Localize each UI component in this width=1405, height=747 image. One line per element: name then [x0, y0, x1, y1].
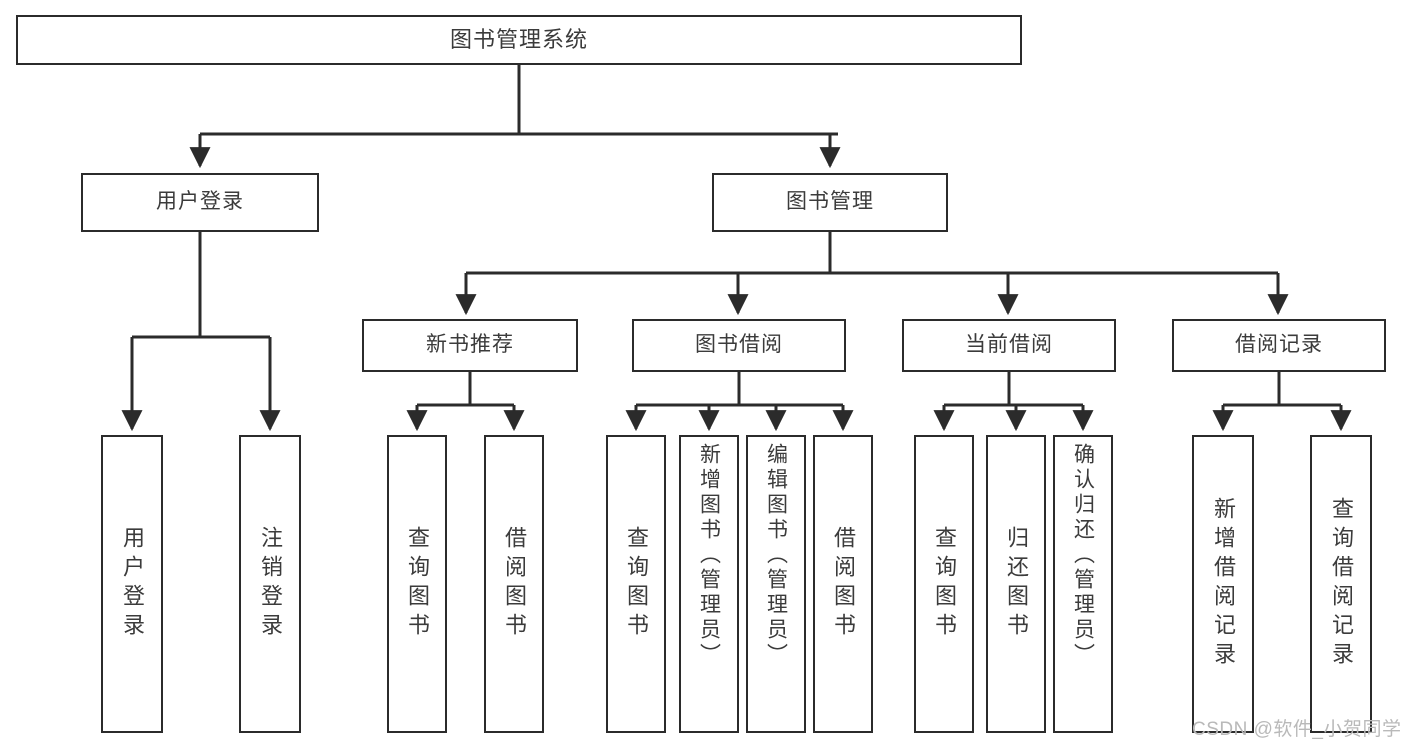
leaf-borrow-book-1-label: 借阅图书 — [502, 526, 527, 642]
node-current-borrow-label: 当前借阅 — [965, 333, 1053, 357]
watermark: CSDN @软件_小贺同学 — [1192, 719, 1402, 740]
node-new-book-recommend-label: 新书推荐 — [426, 333, 514, 357]
leaf-query-book-2[interactable]: 查询图书 — [606, 435, 666, 733]
leaf-edit-book[interactable]: 编辑图书（管理员） — [746, 435, 806, 733]
leaf-confirm-return[interactable]: 确认归还（管理员） — [1053, 435, 1113, 733]
leaf-query-record-label: 查询借阅记录 — [1329, 497, 1354, 671]
node-new-book-recommend[interactable]: 新书推荐 — [362, 319, 578, 372]
node-book-manage[interactable]: 图书管理 — [712, 173, 948, 232]
leaf-logout[interactable]: 注销登录 — [239, 435, 301, 733]
leaf-add-book-label: 新增图书（管理员） — [697, 443, 721, 668]
leaf-query-record[interactable]: 查询借阅记录 — [1310, 435, 1372, 733]
leaf-user-login[interactable]: 用户登录 — [101, 435, 163, 733]
leaf-add-record[interactable]: 新增借阅记录 — [1192, 435, 1254, 733]
leaf-query-book-2-label: 查询图书 — [624, 526, 649, 642]
leaf-query-book-1-label: 查询图书 — [405, 526, 430, 642]
node-user-login-label: 用户登录 — [156, 190, 244, 214]
leaf-borrow-book-2[interactable]: 借阅图书 — [813, 435, 873, 733]
leaf-confirm-return-label: 确认归还（管理员） — [1071, 443, 1095, 668]
leaf-query-book-3-label: 查询图书 — [932, 526, 957, 642]
node-user-login[interactable]: 用户登录 — [81, 173, 319, 232]
leaf-return-book[interactable]: 归还图书 — [986, 435, 1046, 733]
leaf-return-book-label: 归还图书 — [1004, 526, 1029, 642]
leaf-edit-book-label: 编辑图书（管理员） — [764, 443, 788, 668]
node-borrow-record[interactable]: 借阅记录 — [1172, 319, 1386, 372]
leaf-user-login-label: 用户登录 — [120, 526, 145, 642]
leaf-logout-label: 注销登录 — [258, 526, 283, 642]
node-book-borrow[interactable]: 图书借阅 — [632, 319, 846, 372]
node-book-borrow-label: 图书借阅 — [695, 333, 783, 357]
node-root[interactable]: 图书管理系统 — [16, 15, 1022, 65]
leaf-borrow-book-2-label: 借阅图书 — [831, 526, 856, 642]
node-current-borrow[interactable]: 当前借阅 — [902, 319, 1116, 372]
node-book-manage-label: 图书管理 — [786, 190, 874, 214]
leaf-add-book[interactable]: 新增图书（管理员） — [679, 435, 739, 733]
leaf-borrow-book-1[interactable]: 借阅图书 — [484, 435, 544, 733]
node-borrow-record-label: 借阅记录 — [1235, 333, 1323, 357]
node-root-label: 图书管理系统 — [449, 27, 588, 53]
leaf-query-book-3[interactable]: 查询图书 — [914, 435, 974, 733]
leaf-add-record-label: 新增借阅记录 — [1211, 497, 1236, 671]
leaf-query-book-1[interactable]: 查询图书 — [387, 435, 447, 733]
